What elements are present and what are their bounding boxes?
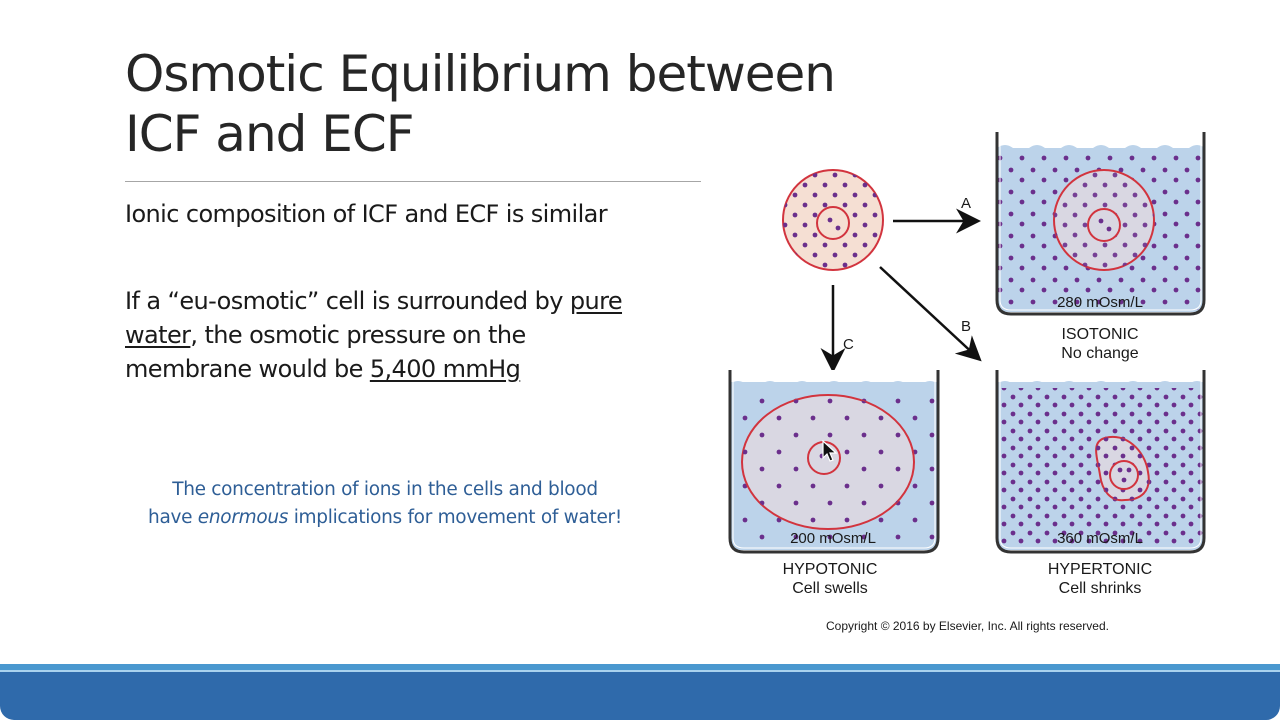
hypertonic-title: HYPERTONIC	[1047, 561, 1153, 578]
footer-bar	[0, 672, 1280, 720]
footer-accent-bar	[0, 664, 1280, 670]
callout-emphasis: enormous	[197, 507, 289, 528]
title-divider	[125, 181, 701, 182]
slide-title: Osmotic Equilibrium between ICF and ECF	[125, 44, 925, 164]
footer-divider-line	[0, 670, 1280, 672]
pure-water-underlined: pure water	[125, 287, 623, 349]
hypotonic-concentration: 200 mOsm/L	[790, 530, 876, 547]
hypotonic-title: HYPOTONIC	[782, 561, 878, 578]
hypertonic-label: HYPERTONIC Cell shrinks	[1030, 560, 1170, 598]
bullet-text-1: If a “eu-osmotic” cell is surrounded by	[125, 287, 570, 315]
arrow-label-b: B	[961, 318, 972, 335]
bullet-osmotic-pressure: If a “eu-osmotic” cell is surrounded by …	[125, 284, 645, 386]
isotonic-caption: No change	[1061, 345, 1139, 362]
bullet-text-2: , the osmotic pressure on the membrane w…	[125, 321, 526, 383]
hypotonic-caption: Cell swells	[792, 580, 868, 597]
hypertonic-beaker	[995, 370, 1206, 554]
osmosis-diagram: A B C 280 mOsm/L ISOTONIC No change 200 …	[720, 120, 1220, 640]
bullet-ionic-composition: Ionic composition of ICF and ECF is simi…	[125, 200, 608, 228]
hypertonic-concentration: 360 mOsm/L	[1057, 530, 1143, 547]
pressure-value-underlined: 5,400 mmHg	[369, 355, 521, 383]
callout-line-2-pre: have	[148, 507, 198, 528]
initial-cell	[782, 169, 884, 271]
hypertonic-caption: Cell shrinks	[1058, 580, 1142, 597]
isotonic-label: ISOTONIC No change	[1040, 325, 1160, 363]
isotonic-title: ISOTONIC	[1061, 326, 1139, 343]
title-line-2: ICF and ECF	[125, 105, 415, 163]
isotonic-concentration: 280 mOsm/L	[1057, 294, 1143, 311]
arrow-label-c: C	[843, 336, 854, 353]
copyright-notice: Copyright © 2016 by Elsevier, Inc. All r…	[826, 619, 1109, 633]
arrow-label-a: A	[961, 195, 972, 212]
isotonic-beaker	[995, 132, 1206, 316]
arrow-b	[879, 266, 982, 362]
mouse-cursor-icon	[822, 440, 838, 462]
title-line-1: Osmotic Equilibrium between	[125, 45, 836, 103]
hypotonic-beaker	[728, 370, 940, 554]
callout-line-2-post: implications for movement of water!	[288, 507, 623, 528]
hypotonic-label: HYPOTONIC Cell swells	[770, 560, 890, 598]
osmosis-diagram-graphic	[728, 132, 1206, 554]
callout-line-1: The concentration of ions in the cells a…	[172, 479, 598, 500]
callout-text: The concentration of ions in the cells a…	[115, 476, 655, 532]
